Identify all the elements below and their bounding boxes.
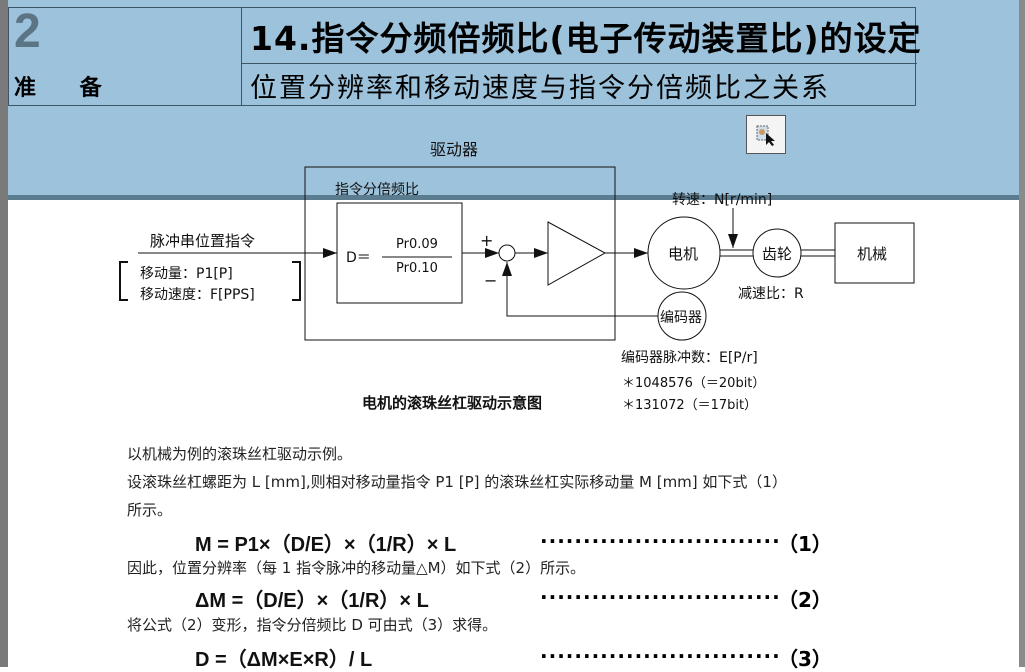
encoder-label: 编码器 [660, 310, 702, 326]
speed-label: 转速：N[r/min] [672, 192, 772, 208]
bracket [119, 261, 301, 301]
chapter-label: 准 备 [14, 76, 120, 101]
paragraph: 以机械为例的滚珠丝杠驱动示例。 [127, 445, 353, 463]
motor [647, 216, 721, 290]
paragraph: 所示。 [127, 501, 173, 519]
header-table [8, 7, 917, 106]
driver-label: 驱动器 [430, 140, 478, 159]
page-title: 14.指令分频倍频比(电子传动装置比)的设定 [250, 19, 922, 58]
divider [241, 8, 242, 106]
move-speed: 移动速度：F[PPS] [140, 287, 255, 303]
summing-junction [498, 244, 516, 262]
machine-box [834, 222, 915, 284]
encoder-20bit: ＊1048576（＝20bit） [622, 376, 765, 391]
paragraph: 因此，位置分辨率（每 1 指令脉冲的移动量△M）如下式（2）所示。 [127, 559, 586, 577]
equation-number-1: （1） [778, 532, 832, 556]
divider [241, 63, 917, 64]
leader-dots: ............................ [540, 580, 781, 604]
amplifier [547, 221, 607, 286]
formula-2: ΔM =（D/E）×（1/R）× L [195, 590, 429, 612]
formula-3: D =（ΔM×E×R）/ L [195, 649, 373, 671]
ratio-label: 指令分倍频比 [335, 182, 419, 198]
window-left-border [0, 0, 8, 667]
denominator: Pr0.10 [396, 261, 438, 276]
minus-sign: − [484, 271, 497, 290]
d-equals: D＝ [346, 250, 371, 266]
numerator: Pr0.09 [396, 237, 438, 252]
leader-dots: ............................ [540, 524, 781, 548]
motor-label: 电机 [668, 245, 698, 263]
reduction-label: 减速比：R [738, 286, 804, 302]
page-subtitle: 位置分辨率和移动速度与指令分倍频比之关系 [250, 73, 830, 104]
gear [752, 228, 802, 278]
move-amount: 移动量：P1[P] [140, 266, 233, 282]
header-band [8, 0, 1019, 196]
equation-number-3: （3） [778, 647, 832, 671]
input-label: 脉冲串位置指令 [150, 232, 255, 250]
chapter-number: 2 [14, 5, 41, 58]
image-select-button[interactable] [746, 115, 786, 154]
plus-sign: + [480, 231, 493, 250]
header-separator [8, 195, 1019, 200]
diagram-caption: 电机的滚珠丝杠驱动示意图 [362, 394, 542, 412]
leader-dots: ............................ [540, 639, 781, 663]
gear-label: 齿轮 [762, 245, 792, 263]
encoder-17bit: ＊131072（＝17bit） [622, 398, 757, 413]
window-right-border [1019, 0, 1025, 667]
machine-label: 机械 [857, 245, 887, 263]
paragraph: 设滚珠丝杠螺距为 L [mm],则相对移动量指令 P1 [P] 的滚珠丝杠实际移… [127, 473, 787, 491]
encoder-pulses: 编码器脉冲数：E[P/r] [621, 350, 758, 366]
paragraph: 将公式（2）变形，指令分倍频比 D 可由式（3）求得。 [127, 616, 498, 634]
image-select-icon [756, 125, 775, 146]
formula-1: M = P1×（D/E）×（1/R）× L [195, 534, 457, 556]
equation-number-2: （2） [778, 588, 832, 612]
